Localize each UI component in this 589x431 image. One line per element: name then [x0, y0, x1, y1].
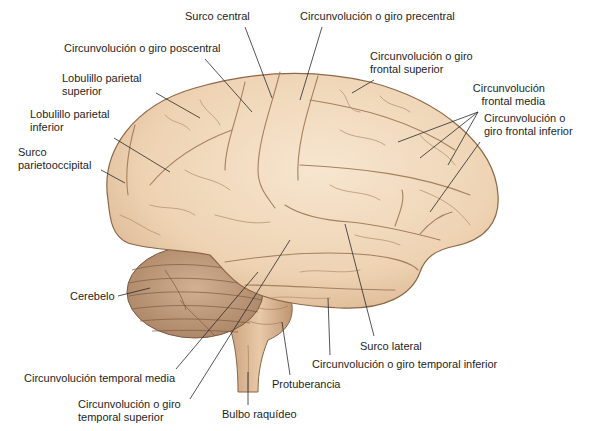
sulci [127, 72, 470, 290]
cerebrum [107, 73, 498, 308]
part-label: Circunvolución frontal media [455, 82, 545, 108]
gyri-texture [120, 90, 470, 298]
leader-lines [101, 27, 480, 405]
part-label: Circunvolución temporal media [24, 372, 175, 385]
part-label: Circunvolución o giro frontal inferior [484, 112, 584, 138]
part-label: Bulbo raquídeo [222, 408, 297, 421]
part-label: Lobulillo parietal inferior [30, 108, 122, 134]
part-label: Circunvolución o giro precentral [300, 10, 455, 23]
part-label: Circunvolución o giro frontal superior [370, 50, 488, 76]
part-label: Cerebelo [70, 290, 115, 303]
part-label: Lobulillo parietal superior [62, 72, 154, 98]
part-label: Surco lateral [360, 340, 422, 353]
part-label: Circunvolución o giro temporal superior [78, 398, 196, 424]
part-label: Surco central [185, 10, 250, 23]
part-label: Circunvolución o giro poscentral [64, 42, 221, 55]
part-label: Circunvolución o giro temporal inferior [312, 358, 497, 371]
part-label: Protuberancia [272, 378, 341, 391]
part-label: Surco parietooccipital [18, 146, 103, 172]
